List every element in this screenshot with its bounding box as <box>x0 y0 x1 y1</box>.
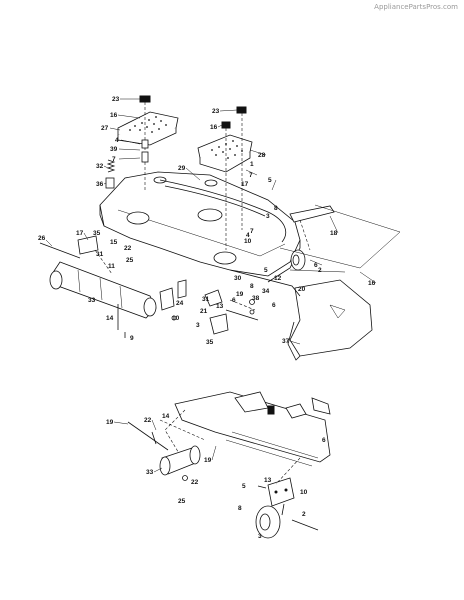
callout-label: 36 <box>96 181 104 188</box>
callout-label: 10 <box>300 489 308 496</box>
spring-left <box>106 159 116 173</box>
callout-label: 33 <box>146 469 154 476</box>
callout-label: 5 <box>242 483 246 490</box>
callout-label: 14 <box>106 315 114 322</box>
callout-label: 13 <box>264 477 272 484</box>
callout-label: 37 <box>282 338 290 345</box>
callout-label: 28 <box>258 152 266 159</box>
callout-label: 16 <box>210 124 218 131</box>
callout-label: 8 <box>238 505 242 512</box>
callout-label: 17 <box>76 230 84 237</box>
mower-deck-upper-assembly <box>39 95 401 361</box>
roller-bracket-lower-assembly <box>127 391 331 539</box>
callout-label: 8 <box>274 205 278 212</box>
callout-label: 22 <box>191 479 199 486</box>
callout-label: 19 <box>236 291 244 298</box>
callout-label: 18 <box>330 230 338 237</box>
callout-label: 6 <box>322 437 326 444</box>
caster-bracket <box>267 477 295 507</box>
callout-label: 2 <box>318 267 322 274</box>
callout-label: 23 <box>112 96 120 103</box>
callout-label: 7 <box>112 156 116 163</box>
callout-label: 1 <box>250 161 254 168</box>
callout-label: 20 <box>298 286 306 293</box>
callout-label: 10 <box>244 238 252 245</box>
watermark-text: AppliancePartsPros.com <box>374 3 458 11</box>
callout-label: 26 <box>38 235 46 242</box>
callout-labels-lower: 19 22 14 19 33 22 25 6 5 13 10 8 3 2 <box>106 413 326 540</box>
callout-label: 6 <box>232 297 236 304</box>
callout-label: 29 <box>178 165 186 172</box>
callout-label: 6 <box>314 262 318 269</box>
callout-label: 11 <box>108 263 115 270</box>
callout-label: 6 <box>272 302 276 309</box>
callout-label: 3 <box>196 322 200 329</box>
callout-label: 4 <box>246 232 250 239</box>
callout-label: 19 <box>204 457 212 464</box>
callout-label: 12 <box>274 275 282 282</box>
callout-label: 38 <box>252 295 260 302</box>
callout-label: 33 <box>88 297 96 304</box>
callout-label: 22 <box>144 417 152 424</box>
callout-label: 4 <box>115 137 119 144</box>
callout-label: 25 <box>178 498 186 505</box>
callout-label: 30 <box>234 275 242 282</box>
callout-label: 3 <box>266 213 270 220</box>
callout-label: 14 <box>162 413 170 420</box>
callout-label: 31 <box>202 296 210 303</box>
callout-label: 10 <box>172 315 180 322</box>
knob-left <box>139 95 151 103</box>
deck-shell <box>99 171 301 277</box>
callout-label: 21 <box>200 308 208 315</box>
callout-label: 13 <box>216 303 224 310</box>
callout-label: 35 <box>93 230 101 237</box>
discharge-chute <box>289 279 373 357</box>
callout-label: 9 <box>130 335 134 342</box>
callout-label: 24 <box>176 300 184 307</box>
callout-label: 3 <box>258 533 262 540</box>
callout-label: 5 <box>264 267 268 274</box>
roller-left <box>51 261 157 319</box>
callout-label: 22 <box>124 245 132 252</box>
callout-label: 2 <box>302 511 306 518</box>
callout-label: 25 <box>126 257 134 264</box>
callout-label: 16 <box>110 112 118 119</box>
callout-label: 8 <box>250 283 254 290</box>
callout-label: 34 <box>262 288 270 295</box>
callout-labels-upper: 23 16 27 4 39 7 32 36 29 35 26 17 31 33 … <box>38 96 376 346</box>
callout-label: 31 <box>96 251 104 258</box>
callout-label: 17 <box>241 181 249 188</box>
callout-label: 32 <box>96 163 104 170</box>
callout-label: 15 <box>110 239 118 246</box>
callout-label: 23 <box>212 108 220 115</box>
callout-label: 39 <box>110 146 118 153</box>
callout-label: 5 <box>268 177 272 184</box>
callout-label: 16 <box>368 280 376 287</box>
callout-label: 7 <box>250 228 254 235</box>
callout-label: 27 <box>101 125 109 132</box>
leader-lines <box>45 98 377 473</box>
callout-label: 35 <box>206 339 214 346</box>
callout-label: 19 <box>106 419 114 426</box>
callout-label: 7 <box>249 172 253 179</box>
